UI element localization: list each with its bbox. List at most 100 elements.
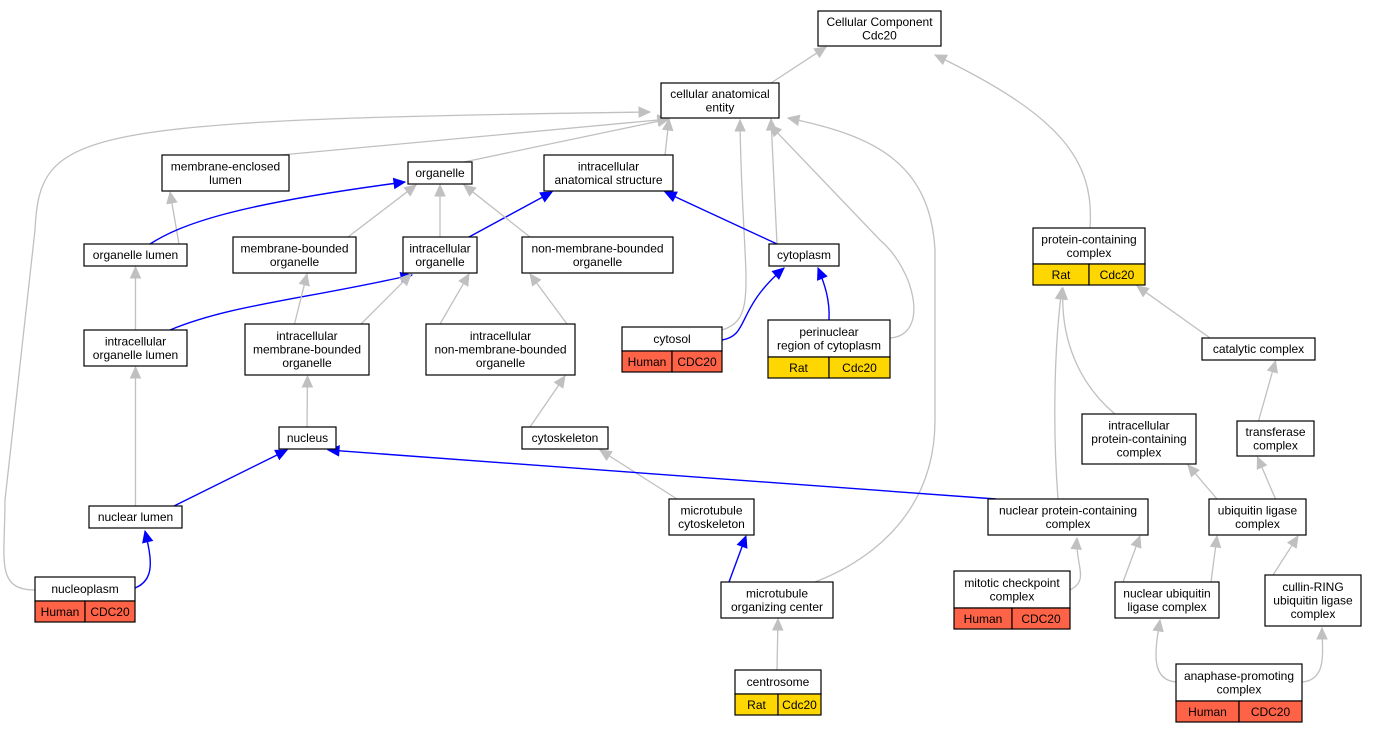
node-cytoplasm[interactable]: cytoplasm — [768, 243, 840, 267]
edge-transferase-complex-to-catalytic-complex — [1257, 359, 1278, 422]
edge-intracellular-non-membrane-bounded-organelle-to-non-membrane-bounded-organelle — [529, 273, 568, 325]
edge-membrane-enclosed-lumen-to-cellular-anatomical-entity — [280, 114, 671, 156]
edge-anaphase-promoting-complex-to-cullin-ring-ubiquitin-ligase-complex — [1301, 626, 1328, 683]
node-label-line: complex — [1046, 517, 1091, 531]
edge-intracellular-membrane-bounded-organelle-to-membrane-bounded-organelle — [293, 272, 310, 325]
node-label-line: organelle — [282, 356, 332, 370]
node-label-line: complex — [1235, 517, 1280, 531]
edge-perinuclear-region-to-cytoplasm — [817, 266, 830, 321]
edge-nucleoplasm-to-cellular-anatomical-entity — [3, 106, 652, 591]
node-cytoskeleton[interactable]: cytoskeleton — [521, 426, 609, 450]
node-label-line: cytoskeleton — [678, 517, 745, 531]
node-label-line: cytosol — [653, 332, 690, 346]
edge-cytoskeleton-to-intracellular-non-membrane-bounded-organelle — [529, 375, 566, 428]
node-label-line: complex — [990, 589, 1035, 603]
node-label-line: complex — [1253, 438, 1298, 452]
node-organelle[interactable]: organelle — [407, 161, 473, 185]
node-label-line: entity — [706, 100, 735, 114]
node-label-line: nuclear lumen — [98, 510, 173, 524]
node-label-line: centrosome — [747, 675, 810, 689]
node-label-line: organelle lumen — [93, 248, 178, 262]
node-label-line: membrane-enclosed — [171, 159, 280, 173]
edge-nuclear-protein-containing-complex-to-protein-containing-complex — [1054, 286, 1067, 500]
node-label-line: nuclear ubiquitin — [1123, 586, 1210, 600]
edge-centrosome-to-microtubule-organizing-center — [771, 617, 784, 671]
edge-catalytic-complex-to-protein-containing-complex — [1136, 285, 1211, 339]
node-label-line: cytoskeleton — [532, 431, 599, 445]
node-label-line: complex — [1067, 246, 1112, 260]
edge-cytosol-to-cellular-anatomical-entity — [721, 118, 747, 331]
edge-microtubule-cytoskeleton-to-cytoskeleton — [598, 449, 678, 500]
edge-cullin-ring-ubiquitin-ligase-complex-to-ubiquitin-ligase-complex — [1272, 534, 1299, 576]
gene-label: Cdc20 — [1100, 268, 1135, 282]
node-label-line: cellular anatomical — [670, 87, 769, 101]
node-label-line: membrane-bounded — [253, 343, 361, 357]
edge-perinuclear-region-to-cellular-anatomical-entity — [769, 124, 915, 339]
node-label-line: intracellular — [470, 329, 531, 343]
node-label-line: microtubule — [746, 586, 808, 600]
node-label-line: nucleus — [287, 431, 328, 445]
species-label: Human — [964, 612, 1003, 626]
node-label-line: ubiquitin ligase — [1218, 503, 1298, 517]
edge-ubiquitin-ligase-complex-to-transferase-complex — [1256, 455, 1277, 500]
node-label-line: protein-containing — [1041, 232, 1136, 246]
node-label-line: organelle — [270, 255, 320, 269]
node-label-line: organelle — [415, 166, 465, 180]
node-nucleus[interactable]: nucleus — [278, 426, 337, 450]
species-label: Rat — [747, 698, 766, 712]
node-label-line: mitotic checkpoint — [964, 576, 1060, 590]
species-label: Human — [628, 355, 667, 369]
edge-nucleus-to-intracellular-membrane-bounded-organelle — [301, 374, 314, 428]
node-intracellular-non-membrane-bounded-organelle[interactable]: intracellularnon-membrane-boundedorganel… — [425, 323, 576, 376]
edge-nuclear-protein-containing-complex-to-nucleus — [326, 445, 997, 500]
node-label-line: intracellular — [1108, 419, 1169, 433]
edge-nuclear-lumen-to-intracellular-organelle-lumen — [129, 365, 142, 506]
node-label-line: organelle — [573, 255, 623, 269]
species-label: Human — [1188, 705, 1227, 719]
edge-microtubule-organizing-center-to-microtubule-cytoskeleton — [728, 534, 748, 583]
gene-label: CDC20 — [1021, 612, 1061, 626]
node-catalytic-complex[interactable]: catalytic complex — [1201, 337, 1316, 361]
edge-anaphase-promoting-complex-to-nuclear-ubiquitin-ligase-complex — [1152, 618, 1177, 683]
edge-intracellular-organelle-lumen-to-organelle-lumen — [129, 265, 142, 330]
edge-intracellular-organelle-to-organelle — [434, 183, 446, 237]
node-label-line: non-membrane-bounded — [434, 343, 566, 357]
edge-organelle-lumen-to-organelle — [149, 177, 407, 245]
gene-label: CDC20 — [1251, 705, 1291, 719]
node-label-line: membrane-bounded — [240, 241, 348, 255]
edge-cytoplasm-to-intracellular-anatomical-structure — [663, 191, 778, 245]
node-organelle-lumen[interactable]: organelle lumen — [83, 243, 188, 267]
edge-intracellular-anatomical-structure-to-cellular-anatomical-entity — [661, 117, 674, 156]
node-nuclear-lumen[interactable]: nuclear lumen — [88, 505, 183, 529]
edge-nuclear-lumen-to-nucleus — [173, 449, 289, 507]
node-label-line: intracellular — [105, 334, 166, 348]
